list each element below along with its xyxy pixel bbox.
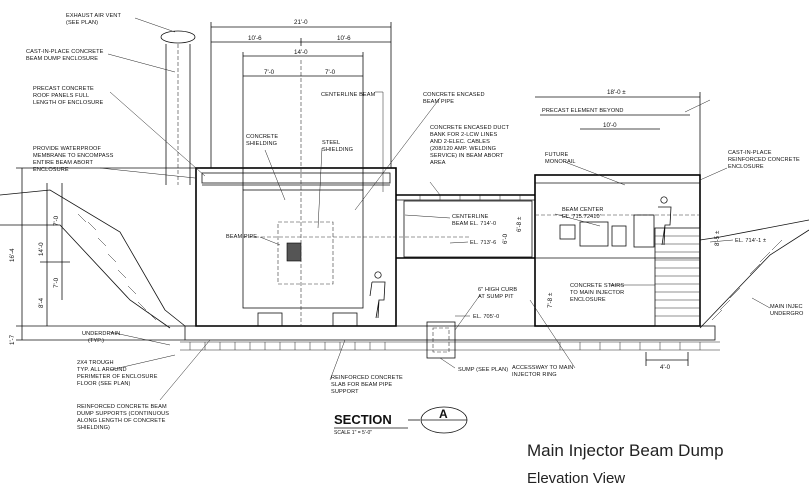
- caption-subtitle: Elevation View: [527, 470, 626, 487]
- dim-v-16-4: 16'-4: [9, 248, 16, 262]
- dim-overall: 21'-0: [294, 19, 308, 26]
- label-high-curb: 6" HIGH CURB AT SUMP PIT: [478, 287, 519, 300]
- label-beam-center: BEAM CENTER EL. 715.72410': [562, 207, 605, 220]
- label-sump: SUMP (SEE PLAN): [458, 367, 508, 373]
- accessway-tunnel: [396, 194, 535, 359]
- label-encased-pipe: CONCRETE ENCASED BEAM PIPE: [423, 92, 486, 105]
- label-concrete-shielding: CONCRETE SHIELDING: [246, 134, 280, 147]
- label-el-705: EL. 705'-0: [473, 314, 499, 320]
- section-bubble-letter: A: [439, 407, 448, 421]
- label-cast-enclosure-right: CAST-IN-PLACE REINFORCED CONCRETE ENCLOS…: [728, 150, 801, 170]
- label-accessway: ACCESSWAY TO MAIN INJECTOR RING: [512, 365, 575, 378]
- dim-v-7-8: 7'-8 ±: [547, 292, 554, 308]
- caption-title: Main Injector Beam Dump: [527, 441, 724, 460]
- label-underdrain: UNDERDRAIN (TYP.): [82, 331, 122, 344]
- label-trough: 2X4 TROUGH TYP. ALL AROUND PERIMETER OF …: [77, 360, 159, 387]
- exhaust-vent-stack: [160, 30, 196, 185]
- callout-leaders: [99, 17, 771, 401]
- person-figure-right: [658, 196, 672, 246]
- label-el-713: EL. 713'-6: [470, 240, 496, 246]
- dim-v-8-4: 8'-4: [38, 297, 45, 308]
- dim-mid-14: 14'-0: [294, 49, 308, 56]
- label-steel-shielding: STEEL SHIELDING: [322, 140, 353, 153]
- label-slab: REINFORCED CONCRETE SLAB FOR BEAM PIPE S…: [331, 375, 404, 395]
- right-enclosure: [534, 174, 701, 327]
- label-cast-dump-enclosure: CAST-IN-PLACE CONCRETE BEAM DUMP ENCLOSU…: [26, 49, 105, 62]
- label-waterproof: PROVIDE WATERPROOF MEMBRANE TO ENCOMPASS…: [33, 146, 115, 173]
- dim-v-8-5: 8'-5 ±: [714, 230, 721, 246]
- dim-bottom-4: 4'-0: [660, 364, 671, 371]
- dim-right-18: 18'-0 ±: [607, 89, 626, 96]
- left-dimensions: [16, 167, 200, 341]
- label-main-injector-cut: MAIN INJEC UNDERGRO: [770, 304, 804, 317]
- dim-v-7a: 7'-0: [53, 215, 60, 226]
- dim-v-14: 14'-0: [38, 242, 45, 256]
- dim-right-half: 10'-6: [337, 35, 351, 42]
- person-figure-left: [369, 271, 386, 319]
- dim-seven-left: 7'-0: [264, 69, 275, 76]
- label-precast-roof: PRECAST CONCRETE ROOF PANELS FULL LENGTH…: [33, 86, 103, 106]
- dim-v-6-0: 6'-0: [502, 233, 509, 244]
- section-scale: SCALE 1" = 5'-0": [334, 430, 372, 436]
- top-dimensions: [210, 22, 701, 366]
- label-dump-supports: REINFORCED CONCRETE BEAM DUMP SUPPORTS (…: [77, 404, 171, 431]
- section-title-block: SECTION SCALE 1" = 5'-0" A: [334, 406, 468, 436]
- label-duct-bank: CONCRETE ENCASED DUCT BANK FOR 2-LCW LIN…: [430, 125, 511, 166]
- dim-seven-right: 7'-0: [325, 69, 336, 76]
- label-centerline-beam-el: CENTERLINE BEAM EL. 714'-0: [452, 214, 496, 227]
- dim-v-1-7: 1'-7: [9, 334, 16, 345]
- dim-right-10: 10'-0: [603, 122, 617, 129]
- dim-left-half: 10'-6: [248, 35, 262, 42]
- dim-v-6-8: 6'-8 ±: [516, 216, 523, 232]
- section-title: SECTION: [334, 412, 392, 427]
- label-future-monorail: FUTURE MONORAIL: [545, 152, 576, 165]
- beam-dump-enclosure: [184, 60, 716, 341]
- label-precast-beyond: PRECAST ELEMENT BEYOND: [542, 108, 624, 114]
- label-exhaust-vent: EXHAUST AIR VENT (SEE PLAN): [66, 13, 123, 26]
- earth-embankment: [0, 189, 809, 351]
- label-concrete-stairs: CONCRETE STAIRS TO MAIN INJECTOR ENCLOSU…: [570, 283, 626, 303]
- label-el-714-1: EL. 714'-1 ±: [735, 238, 766, 244]
- label-centerline-beam: CENTERLINE BEAM: [321, 92, 376, 98]
- dim-v-7b: 7'-0: [53, 277, 60, 288]
- label-beam-pipe: BEAM PIPE: [226, 234, 257, 240]
